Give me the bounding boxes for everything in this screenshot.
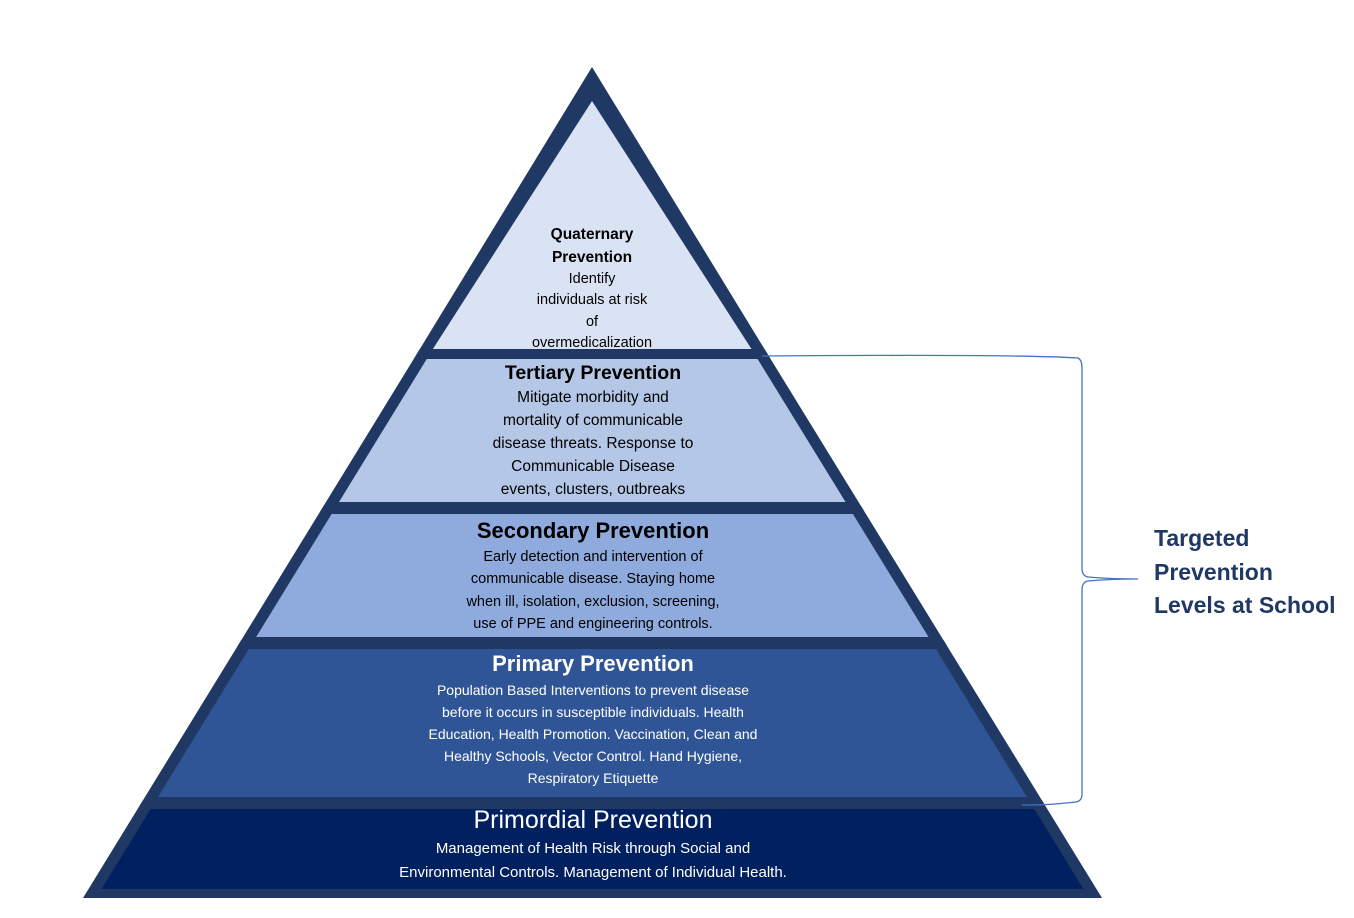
tier-description-line: Early detection and intervention of xyxy=(483,549,703,565)
tier-description-line: overmedicalization xyxy=(531,334,653,351)
tier-description-line: events, clusters, outbreaks xyxy=(500,481,686,499)
bracket-label-line: Levels at School xyxy=(1154,592,1336,618)
tier-fill-primordial xyxy=(101,809,1084,889)
bracket-label-line: Prevention xyxy=(1154,558,1273,585)
tier-description-line: mortality of communicable xyxy=(502,412,684,430)
tier-title: Primordial Prevention xyxy=(473,806,713,834)
targeted-prevention-label: Targeted Prevention Levels at School xyxy=(1154,522,1354,623)
tier-description-line: Identify xyxy=(568,271,616,287)
tier-description-line: Respiratory Etiquette xyxy=(527,770,659,786)
tier-title: Tertiary Prevention xyxy=(504,362,682,384)
tier-title: Prevention xyxy=(551,248,633,266)
tier-fill-tertiary xyxy=(338,359,846,502)
tier-description-line: Education, Health Promotion. Vaccination… xyxy=(428,726,758,742)
tier-description-line: Environmental Controls. Management of In… xyxy=(399,863,787,881)
tier-description-line: use of PPE and engineering controls. xyxy=(473,615,713,632)
tier-fill-primary xyxy=(157,649,1027,797)
tier-description-line: Population Based Interventions to preven… xyxy=(436,682,750,698)
tier-description-line: communicable disease. Staying home xyxy=(470,571,716,588)
bracket-label-line: Targeted xyxy=(1154,525,1250,551)
tier-title: Quaternary xyxy=(550,226,634,243)
tier-description-line: when ill, isolation, exclusion, screenin… xyxy=(466,593,720,610)
tier-fill-quaternary xyxy=(432,101,752,349)
tier-description-line: Communicable Disease xyxy=(511,458,675,476)
tier-description-line: individuals at risk xyxy=(536,292,648,309)
tier-description-line: disease threats. Response to xyxy=(492,435,694,453)
tier-description-line: Management of Health Risk through Social… xyxy=(435,840,751,857)
tier-title: Secondary Prevention xyxy=(476,518,710,543)
tier-description-line: of xyxy=(585,313,599,330)
tier-fill-secondary xyxy=(256,514,929,637)
tier-title: Primary Prevention xyxy=(492,651,694,676)
tier-description-line: Healthy Schools, Vector Control. Hand Hy… xyxy=(443,748,743,764)
targeted-levels-bracket xyxy=(761,354,1139,806)
tier-description-line: Mitigate morbidity and xyxy=(517,389,669,406)
tier-description-line: before it occurs in susceptible individu… xyxy=(442,704,744,720)
